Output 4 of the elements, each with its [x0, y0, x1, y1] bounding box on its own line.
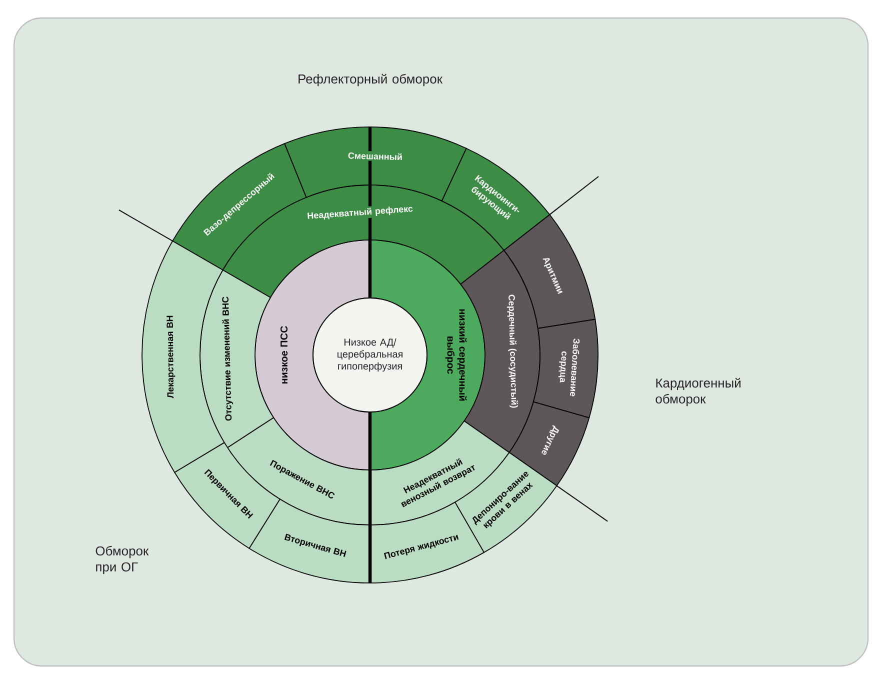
sector-label: Рефлекторный обморок — [298, 74, 443, 86]
sector-label: Обморок при ОГ — [96, 546, 149, 574]
sector-label: Кардиогенный обморок — [656, 378, 740, 406]
ring-segment: Заболевание сердца — [532, 318, 598, 418]
